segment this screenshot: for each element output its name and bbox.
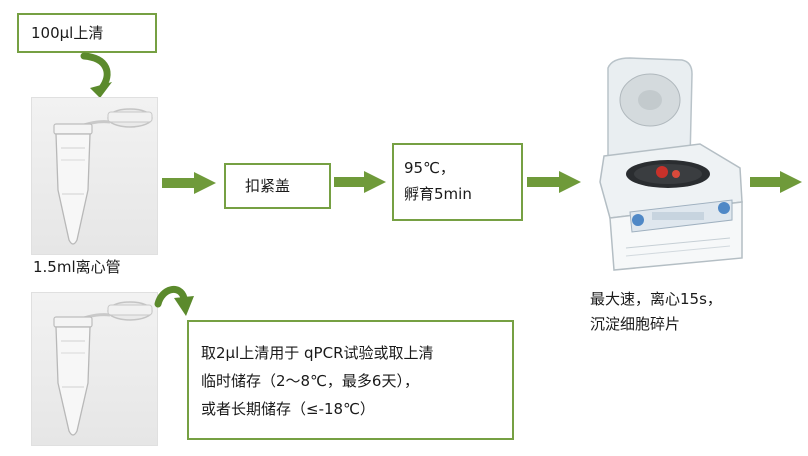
incubate-temperature: 95℃， bbox=[404, 159, 455, 177]
centrifuge-caption-line2: 沉淀细胞碎片 bbox=[590, 315, 681, 333]
close-lid-step-label: 扣紧盖 bbox=[245, 177, 291, 195]
supernatant-volume-box: 100μl上清 bbox=[17, 13, 157, 53]
microcentrifuge-tube-icon bbox=[53, 301, 153, 436]
storage-note-box: 取2μl上清用于 qPCR试验或取上清 临时储存（2～8℃，最多6天）， 或者长… bbox=[187, 320, 514, 440]
flow-arrow-icon bbox=[750, 171, 802, 193]
storage-note-line3: 或者长期储存（≤-18℃） bbox=[201, 400, 375, 418]
curved-arrow-icon bbox=[154, 286, 194, 316]
storage-note-line1: 取2μl上清用于 qPCR试验或取上清 bbox=[201, 344, 434, 362]
tube-image-bottom bbox=[31, 292, 158, 446]
microcentrifuge-tube-icon bbox=[53, 108, 153, 245]
centrifuge-icon bbox=[599, 57, 743, 271]
tube-caption: 1.5ml离心管 bbox=[33, 258, 121, 276]
incubate-duration: 孵育5min bbox=[404, 185, 472, 203]
tube-image-top bbox=[31, 97, 158, 255]
storage-note-line2: 临时储存（2～8℃，最多6天）， bbox=[201, 372, 419, 390]
close-lid-step-box: 扣紧盖 bbox=[224, 163, 331, 209]
supernatant-volume-label: 100μl上清 bbox=[31, 24, 104, 42]
incubate-step-box: 95℃， 孵育5min bbox=[392, 143, 523, 221]
flow-arrow-icon bbox=[527, 171, 581, 193]
flow-arrow-icon bbox=[162, 172, 216, 194]
curved-arrow-icon bbox=[80, 52, 112, 98]
centrifuge-caption-line1: 最大速，离心15s， bbox=[590, 290, 722, 308]
flow-arrow-icon bbox=[334, 171, 386, 193]
